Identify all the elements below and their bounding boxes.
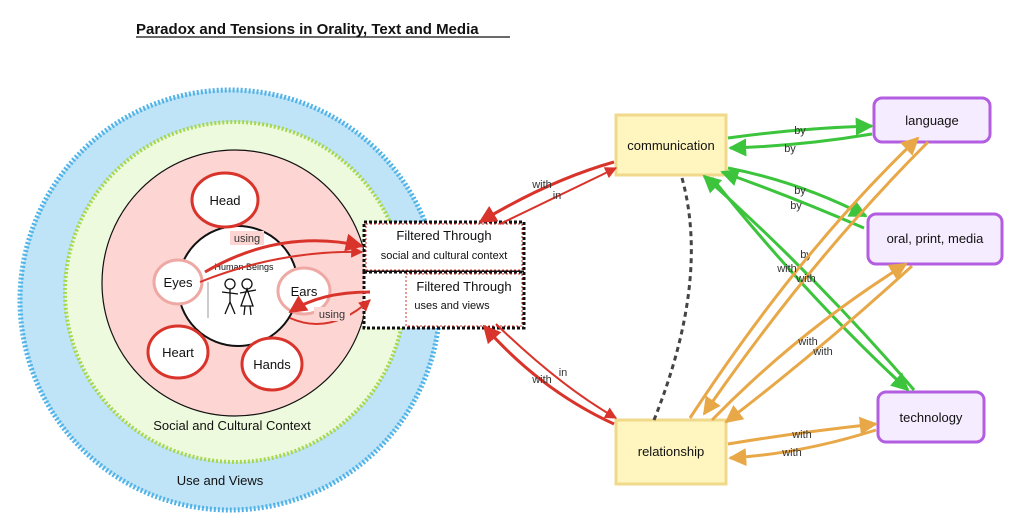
in-label-2: in [559, 367, 568, 379]
relationship-node [614, 418, 728, 486]
oral-print-media-label: oral, print, media [887, 231, 985, 246]
communication-to-technology-arrow [710, 177, 910, 392]
filter-uses-title: Filtered Through [416, 279, 511, 294]
ears-using-arrow-2 [289, 299, 371, 325]
head-node [190, 171, 260, 229]
communication-label: communication [627, 138, 714, 153]
with-label-3: with [776, 263, 797, 275]
ears-using-arrow [288, 290, 371, 314]
oral-print-media-node [866, 212, 1004, 266]
filter-uses-inner [405, 273, 523, 327]
filter-social-inner [365, 223, 523, 271]
with-label-4: with [795, 273, 816, 285]
communication-relationship-dashed-link [652, 177, 693, 421]
stick-figures-icon [207, 278, 257, 318]
oral-to-communication-arrow [720, 168, 865, 230]
language-to-relationship-arrow [702, 140, 930, 416]
filter-to-communication-arrow [478, 160, 615, 224]
with-label-1: with [531, 179, 552, 191]
language-to-communication-arrow [728, 132, 873, 157]
eyes-using-arrow [204, 233, 364, 274]
filter-to-communication-arrow-2 [499, 167, 618, 225]
by-label-4: by [790, 200, 802, 212]
filter-to-relationship-arrow [482, 324, 615, 426]
filter-social-title: Filtered Through [396, 228, 491, 243]
language-node [872, 96, 992, 144]
using-label-bg-2 [314, 307, 350, 321]
by-label-1: by [794, 125, 806, 137]
hands-label: Hands [253, 357, 291, 372]
technology-to-relationship-arrow [728, 428, 877, 467]
by-label-2: by [784, 143, 796, 155]
ears-label: Ears [291, 284, 318, 299]
outer-ring-label: Use and Views [177, 473, 264, 488]
with-label-8: with [781, 447, 802, 459]
with-label-7: with [791, 429, 812, 441]
relationship-label: relationship [638, 444, 705, 459]
with-label-6: with [812, 346, 833, 358]
in-label-1: in [553, 190, 562, 202]
with-label-2: with [531, 374, 552, 386]
technology-node [876, 390, 986, 444]
relationship-to-oral-arrow [710, 262, 908, 422]
heart-label: Heart [162, 345, 194, 360]
using-label-eyes: using [234, 233, 260, 245]
communication-to-language-arrow [727, 117, 874, 140]
diagram-title: Paradox and Tensions in Orality, Text an… [136, 21, 479, 38]
oral-to-relationship-arrow [724, 264, 914, 424]
filter-to-relationship-arrow-2 [495, 323, 618, 419]
eyes-label: Eyes [164, 275, 193, 290]
filter-social-sub: social and cultural context [381, 250, 508, 262]
filter-social-box [362, 220, 526, 274]
heart-node [146, 324, 210, 380]
by-label-5: by [800, 249, 812, 261]
middle-ring-label: Social and Cultural Context [153, 418, 311, 433]
by-label-3: by [794, 185, 806, 197]
relationship-to-language-arrow [688, 136, 920, 419]
technology-label: technology [900, 410, 963, 425]
technology-to-communication-arrow [702, 174, 916, 391]
with-label-5: with [797, 336, 818, 348]
head-label: Head [209, 193, 240, 208]
relationship-to-technology-arrow [727, 416, 878, 446]
using-label-ears: using [319, 309, 345, 321]
filter-uses-box [362, 270, 526, 330]
communication-node [614, 113, 728, 177]
filter-uses-sub: uses and views [414, 300, 490, 312]
eyes-using-arrow-2 [199, 245, 364, 283]
hands-node [240, 336, 304, 392]
language-label: language [905, 113, 959, 128]
using-label-bg-1 [230, 231, 264, 245]
